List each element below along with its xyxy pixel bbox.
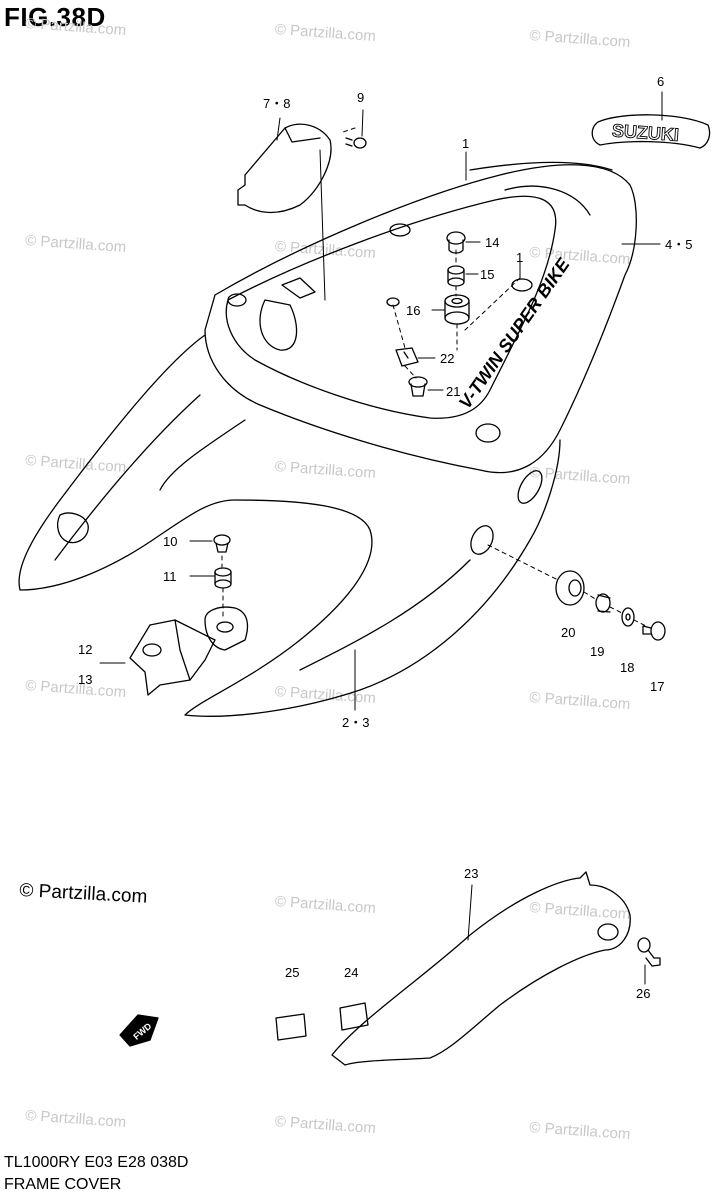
cushion-part-16 [444, 294, 470, 325]
lower-cover-part-23 [331, 871, 631, 1066]
callout-labels: 1 1 2・3 4・5 6 7・8 9 10 11 12 13 14 15 16… [78, 74, 692, 1001]
cowl-boss-left [227, 293, 247, 307]
watermark-text: © Partzilla.com [529, 464, 631, 488]
collar-part-19 [595, 593, 611, 613]
collar-part-11 [214, 567, 232, 589]
cowl-clip-nut [281, 277, 316, 299]
nut-part-22 [395, 347, 419, 367]
watermark-text: © Partzilla.com [25, 452, 127, 476]
callout-12: 12 [78, 642, 92, 657]
watermark-text: © Partzilla.com [529, 689, 631, 713]
bolt-part-21 [408, 376, 428, 397]
callout-21: 21 [446, 384, 460, 399]
clip-part-26 [637, 937, 661, 967]
emblem-logo-text: SUZUKI [611, 120, 679, 145]
mount-tab-hole [216, 621, 234, 633]
callout-17: 17 [650, 679, 664, 694]
side-grommet-hole [470, 525, 494, 555]
bracket-part-12-13 [129, 619, 216, 696]
watermark-text: © Partzilla.com [529, 27, 631, 51]
grommet-part-20 [555, 570, 585, 606]
bracket-7-8-fold [284, 127, 321, 143]
watermark-text: © Partzilla.com [529, 244, 631, 268]
tail-cowl-top-ridge [469, 161, 613, 171]
lower-cover-23-hole [597, 923, 619, 941]
watermark-text: © Partzilla.com [529, 899, 631, 923]
watermark-text: © Partzilla.com [529, 1119, 631, 1143]
callout-7-8: 7・8 [263, 96, 290, 111]
footer-figure-name: FRAME COVER [4, 1176, 122, 1193]
watermark-text: © Partzilla.com [274, 458, 376, 482]
callout-23: 23 [464, 866, 478, 881]
callout-4-5: 4・5 [665, 237, 692, 252]
suzuki-emblem-part-6 [591, 114, 711, 149]
watermark-text: © Partzilla.com [274, 21, 376, 45]
callout-26: 26 [636, 986, 650, 1001]
bolt-part-17 [642, 621, 666, 641]
screw-part-10 [213, 534, 231, 553]
cowl-inner-wall [259, 299, 298, 351]
callout-1b: 1 [516, 250, 523, 265]
callout-6: 6 [657, 74, 664, 89]
tail-cowl-shell [204, 164, 637, 474]
side-cover-inner-line [54, 394, 246, 561]
leader-lines [99, 91, 663, 985]
assembly-dash-lines [221, 127, 649, 628]
lower-mount-bracket [57, 512, 89, 544]
callout-18: 18 [620, 660, 634, 675]
callout-2-3: 2・3 [342, 715, 369, 730]
cowl-grommet-hole [475, 423, 501, 443]
watermark-text: © Partzilla.com [274, 683, 376, 707]
watermark-text: © Partzilla.com [274, 1113, 376, 1137]
callout-16: 16 [406, 303, 420, 318]
figure-title: FIG.38D [4, 2, 106, 32]
callout-20: 20 [561, 625, 575, 640]
callout-22: 22 [440, 351, 454, 366]
callout-24: 24 [344, 965, 358, 980]
pad-part-24 [339, 1002, 369, 1031]
watermark-layer: © Partzilla.com © Partzilla.com © Partzill… [25, 15, 631, 1143]
watermark-text: © Partzilla.com [25, 677, 127, 701]
side-cover-mount-tab [204, 606, 249, 651]
cowl-boss-rear [511, 278, 533, 292]
callout-11: 11 [163, 569, 177, 584]
cowl-slot [517, 470, 543, 504]
callout-14: 14 [485, 235, 499, 250]
tail-cowl-inner-rim [225, 195, 557, 419]
fwd-arrow-icon [119, 1014, 159, 1047]
callout-10: 10 [163, 534, 177, 549]
cowl-decal-text: V-TWIN SUPER BIKE [455, 254, 574, 412]
collar-part-15 [447, 265, 465, 287]
callout-19: 19 [590, 644, 604, 659]
callout-9: 9 [357, 90, 364, 105]
side-cover-body [18, 334, 561, 717]
callout-15: 15 [480, 267, 494, 282]
cowl-boss-front [389, 223, 411, 237]
screw-part-9 [345, 137, 367, 149]
watermark-text: © Partzilla.com [25, 15, 127, 39]
callout-25: 25 [285, 965, 299, 980]
watermark-text: © Partzilla.com [25, 1107, 127, 1131]
tail-cowl-seat-edge [504, 185, 591, 216]
washer-part-18 [621, 607, 635, 627]
callout-1a: 1 [462, 136, 469, 151]
watermark-text: © Partzilla.com [25, 232, 127, 256]
callout-13: 13 [78, 672, 92, 687]
watermark-text: © Partzilla.com [274, 893, 376, 917]
bracket-part-7-8 [237, 123, 332, 214]
footer-model-code: TL1000RY E03 E28 038D [4, 1154, 189, 1171]
side-cover-lower-crease [299, 559, 471, 671]
pad-part-25 [275, 1013, 307, 1041]
